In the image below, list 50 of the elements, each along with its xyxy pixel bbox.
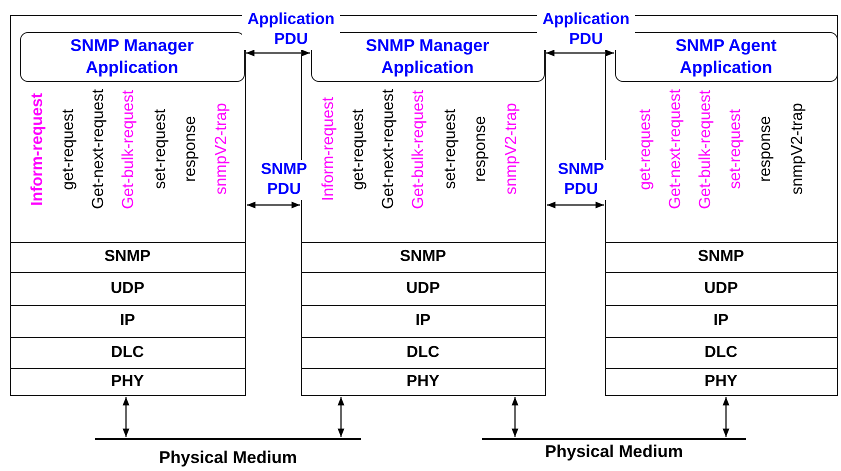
double-arrow [546, 50, 614, 56]
protocol-layer-box: DLC [604, 336, 838, 368]
medium-label: Physical Medium [158, 448, 298, 468]
double-arrow [122, 397, 130, 437]
message-type-label: Get-bulk-request [696, 90, 715, 209]
protocol-stack-box [10, 15, 246, 396]
medium-label: Physical Medium [544, 442, 684, 462]
protocol-layer-box: SNMP [10, 242, 246, 272]
message-type-label: response [756, 116, 775, 182]
message-type-label: Get-bulk-request [409, 90, 428, 209]
protocol-layer-box: PHY [604, 368, 838, 396]
double-arrow [512, 397, 518, 437]
double-arrow [338, 397, 344, 437]
message-type-label: Inform-request [28, 92, 47, 206]
protocol-layer-box: SNMP [300, 242, 546, 272]
protocol-layer-box: IP [604, 304, 838, 336]
protocol-layer-box: IP [300, 304, 546, 336]
protocol-layer-box: DLC [10, 336, 246, 368]
message-type-label: Get-next-request [666, 89, 685, 210]
message-type-label: get-request [59, 108, 78, 190]
protocol-layer-box: UDP [10, 272, 246, 304]
message-type-label: set-request [441, 109, 460, 190]
protocol-layer-box: IP [10, 304, 246, 336]
double-arrow [246, 50, 310, 56]
protocol-layer-box: PHY [10, 368, 246, 396]
message-type-label: snmpV2-trap [212, 103, 231, 195]
protocol-layer-box: DLC [300, 336, 546, 368]
edge-label: Application PDU [537, 10, 635, 50]
protocol-layer-box: SNMP [604, 242, 838, 272]
message-type-label: Get-next-request [379, 89, 398, 210]
message-type-label: response [181, 116, 200, 182]
protocol-layer-box: UDP [604, 272, 838, 304]
protocol-layer-box: PHY [300, 368, 546, 396]
message-type-label: set-request [726, 109, 745, 190]
double-arrow [722, 397, 730, 437]
protocol-layer-box: UDP [300, 272, 546, 304]
edge-label: Application PDU [242, 10, 340, 50]
message-type-label: get-request [349, 108, 368, 190]
physical-medium-line [95, 438, 361, 468]
message-type-label: snmpV2-trap [502, 103, 521, 195]
message-type-label: response [471, 116, 490, 182]
message-type-label: get-request [636, 108, 655, 190]
application-box: SNMP Manager Application [20, 32, 244, 82]
message-type-label: Get-next-request [89, 89, 108, 210]
message-type-label: Get-bulk-request [119, 90, 138, 209]
double-arrow [547, 202, 604, 208]
message-type-label: set-request [151, 109, 170, 190]
message-type-label: Inform-request [319, 97, 338, 202]
message-type-label: snmpV2-trap [788, 103, 807, 195]
double-arrow [247, 202, 300, 208]
